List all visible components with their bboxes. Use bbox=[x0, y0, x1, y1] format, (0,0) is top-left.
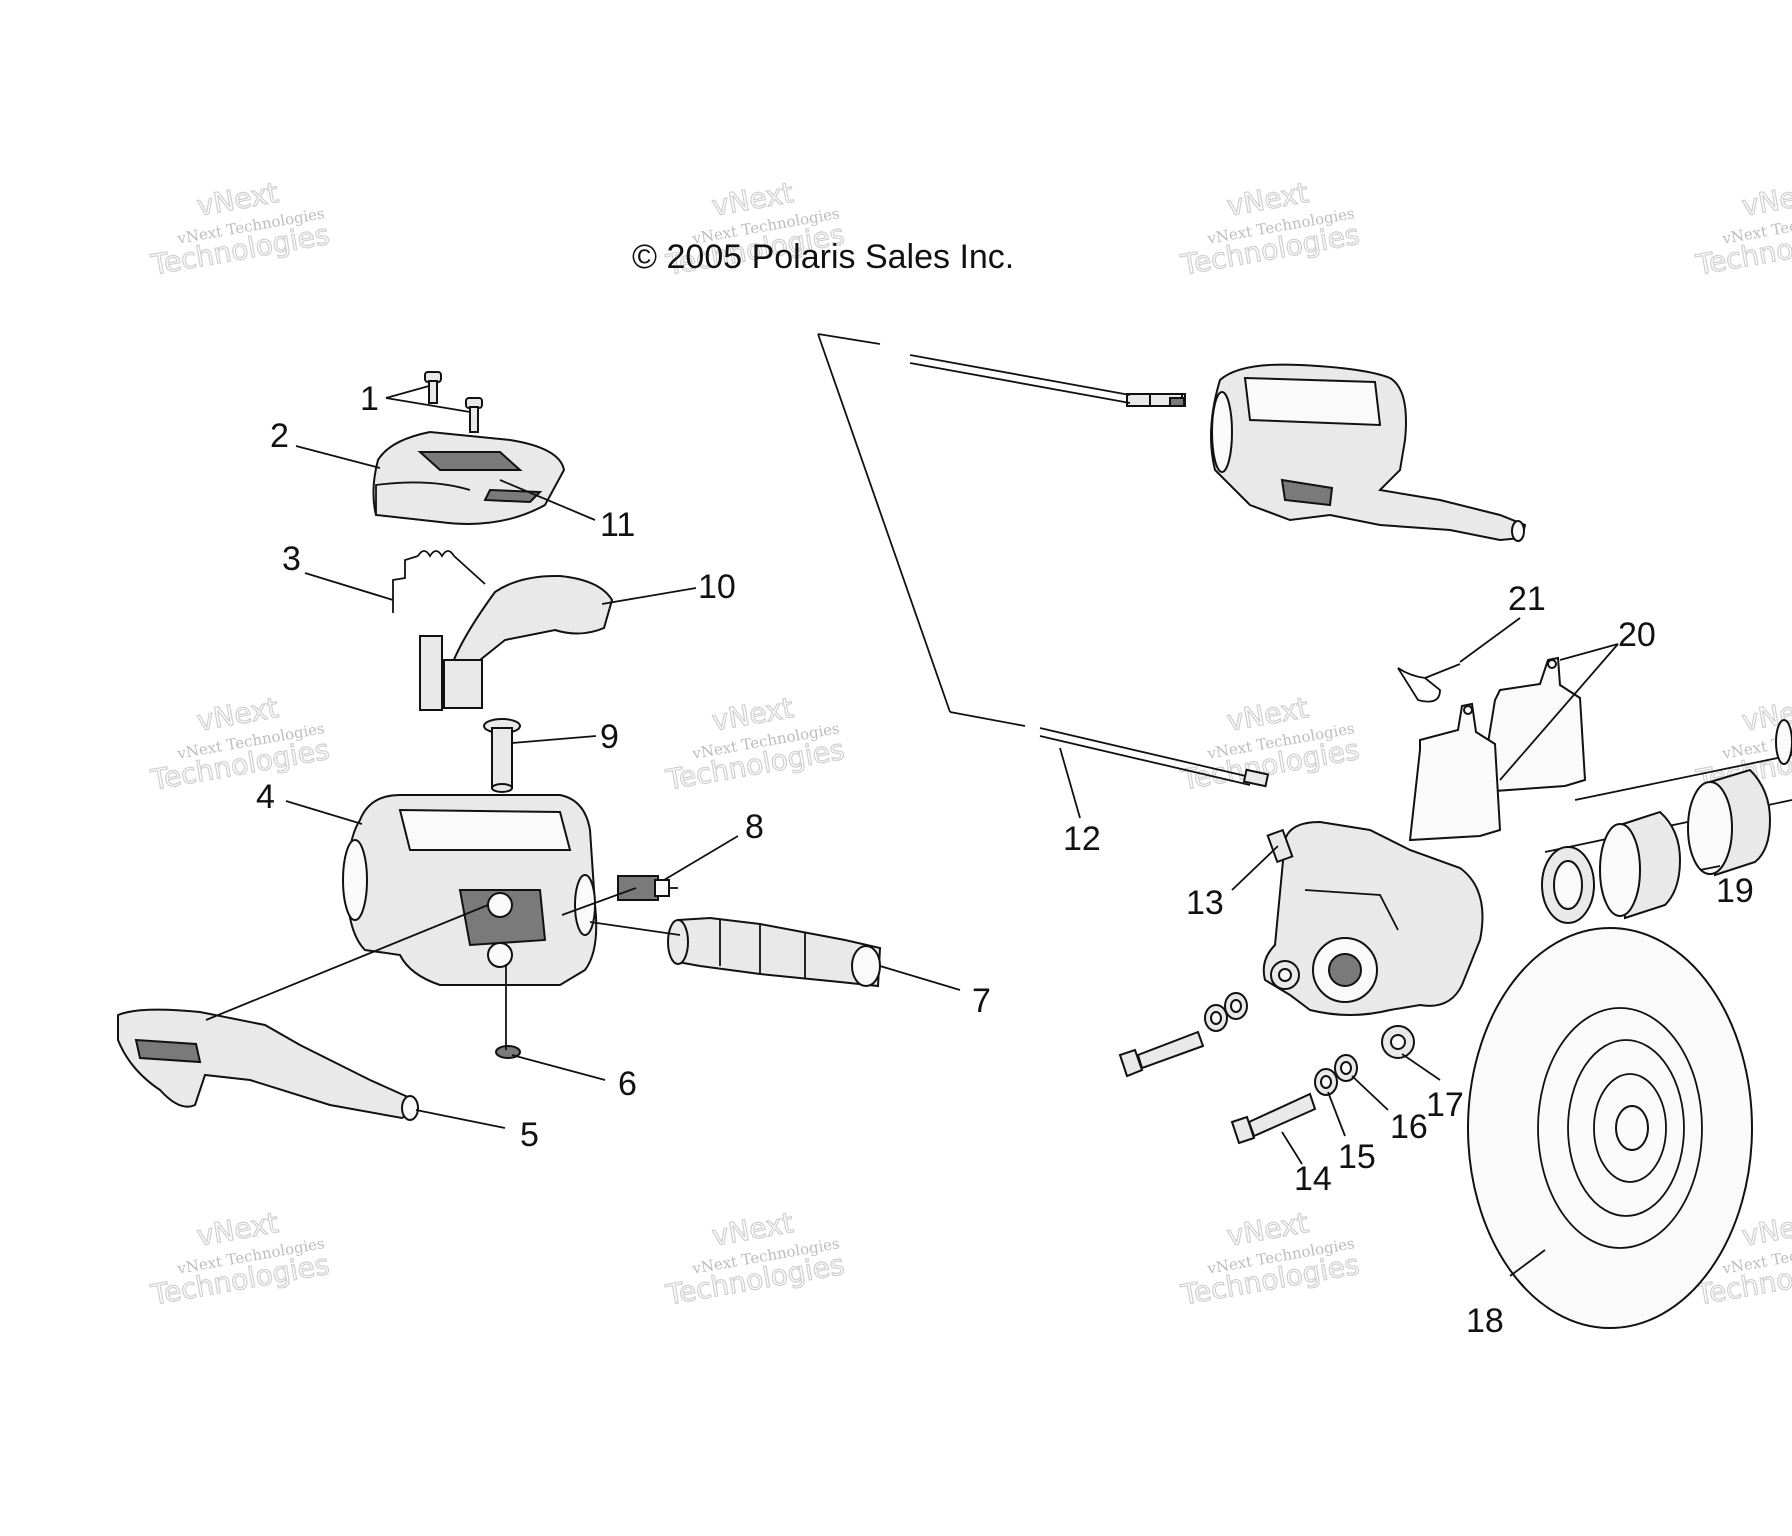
part-14-bolt-lower[interactable] bbox=[1230, 1092, 1317, 1145]
svg-text:vNext: vNext bbox=[1739, 176, 1792, 223]
assembled-master-cylinder[interactable] bbox=[1126, 363, 1527, 542]
callout-13: 13 bbox=[1186, 884, 1224, 922]
part-4-master-cylinder[interactable] bbox=[342, 794, 598, 986]
copyright-notice: © 2005 Polaris Sales Inc. bbox=[632, 238, 1014, 276]
callout-19: 19 bbox=[1716, 872, 1754, 910]
part-7-piston[interactable] bbox=[667, 916, 882, 988]
part-15-washer-lower[interactable] bbox=[1314, 1068, 1338, 1096]
callout-21: 21 bbox=[1508, 580, 1546, 618]
callout-10: 10 bbox=[698, 568, 736, 606]
watermark: vNext vNext Technologies Technologies bbox=[1177, 175, 1362, 282]
part-21-retaining-pin[interactable] bbox=[1397, 663, 1461, 703]
callout-9: 9 bbox=[600, 718, 619, 756]
part-14-bolt-upper[interactable] bbox=[1118, 1030, 1205, 1078]
callout-7: 7 bbox=[972, 982, 991, 1020]
part-13-bleeder-valve[interactable] bbox=[1266, 828, 1294, 864]
watermark: vNext vNext Technologies Technologies bbox=[1692, 1205, 1792, 1312]
part-11-gasket[interactable] bbox=[483, 488, 543, 504]
part-9-pivot-pin[interactable] bbox=[483, 718, 521, 793]
watermark: vNext vNext Technologies Technologies bbox=[1692, 175, 1792, 282]
watermark: vNext vNext Technologies Technologies bbox=[147, 175, 332, 282]
watermark: vNext vNext Technologies Technologies bbox=[147, 690, 332, 797]
callout-2: 2 bbox=[270, 417, 289, 455]
part-16-washer-upper[interactable] bbox=[1224, 992, 1248, 1020]
part-18-brake-disc[interactable] bbox=[1467, 927, 1753, 1329]
part-10-lever-arm[interactable] bbox=[419, 574, 614, 711]
callout-12: 12 bbox=[1063, 820, 1101, 858]
leader-lines bbox=[205, 385, 1721, 1277]
watermark: vNext vNext Technologies Technologies bbox=[1177, 1205, 1362, 1312]
part-17-caliper[interactable] bbox=[1262, 820, 1484, 1059]
callout-labels: 1 2 3 4 5 6 7 8 9 10 11 12 13 14 15 16 1… bbox=[256, 380, 1754, 1340]
part-20-brake-pad-front[interactable] bbox=[1408, 702, 1502, 842]
part-8-brake-switch[interactable] bbox=[617, 875, 678, 901]
callout-14: 14 bbox=[1294, 1160, 1332, 1198]
callout-4: 4 bbox=[256, 778, 275, 816]
watermark: vNext vNext Technologies Technologies bbox=[147, 1205, 332, 1312]
part-3-spring[interactable] bbox=[392, 550, 486, 613]
part-15-washer-upper[interactable] bbox=[1204, 1004, 1228, 1032]
part-1-screws[interactable] bbox=[424, 371, 483, 433]
part-2-cover[interactable] bbox=[372, 430, 566, 525]
callout-8: 8 bbox=[745, 808, 764, 846]
part-5-brake-lever[interactable] bbox=[117, 1008, 419, 1121]
callout-11: 11 bbox=[600, 506, 635, 544]
callout-6: 6 bbox=[618, 1065, 637, 1103]
part-12-brake-line[interactable] bbox=[817, 333, 1270, 788]
watermark: vNext vNext Technologies Technologies bbox=[662, 1205, 847, 1312]
callout-1: 1 bbox=[360, 380, 379, 418]
callout-18: 18 bbox=[1466, 1302, 1504, 1340]
watermark: vNext vNext Technologies Technologies bbox=[662, 690, 847, 797]
part-16-washer-lower[interactable] bbox=[1334, 1054, 1358, 1082]
callout-15: 15 bbox=[1338, 1138, 1376, 1176]
watermark: vNext vNext Technologies Technologies bbox=[662, 175, 847, 282]
svg-text:vNext: vNext bbox=[1739, 1206, 1792, 1253]
part-19-caliper-pistons[interactable] bbox=[1541, 719, 1792, 924]
callout-17: 17 bbox=[1426, 1086, 1464, 1124]
callout-20: 20 bbox=[1618, 616, 1656, 654]
callout-3: 3 bbox=[282, 540, 301, 578]
callout-5: 5 bbox=[520, 1116, 539, 1154]
callout-16: 16 bbox=[1390, 1108, 1428, 1146]
